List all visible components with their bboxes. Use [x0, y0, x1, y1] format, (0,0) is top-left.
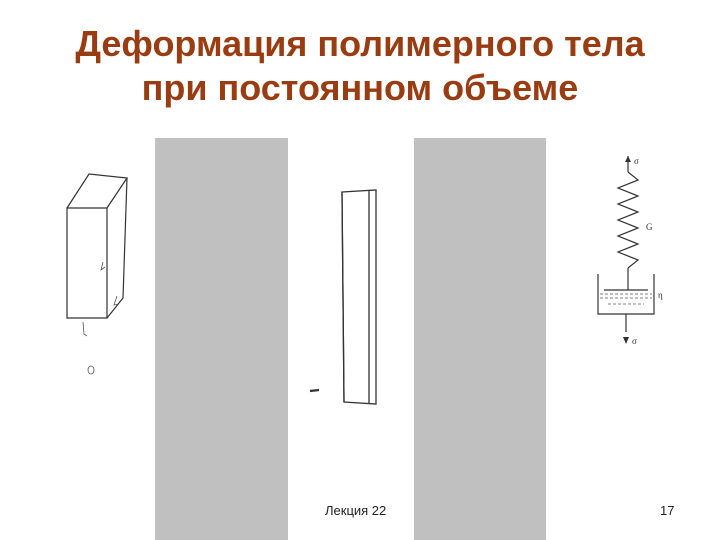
slide-title-line2: при постоянном объеме: [141, 67, 579, 108]
sigma-bottom-label: σ: [632, 336, 637, 346]
undeformed-block-figure: [66, 173, 129, 375]
elasticity-label: G: [646, 222, 653, 232]
slide-title: Деформация полимерного тела при постоянн…: [0, 22, 720, 110]
footer-lecture: Лекция 22: [325, 503, 387, 518]
maxwell-model-figure: σ G η σ: [597, 156, 663, 346]
slide-title-line1: Деформация полимерного тела: [75, 23, 645, 64]
footer-page-number: 17: [660, 503, 675, 518]
viscosity-label: η: [658, 290, 663, 300]
gray-panel-left: [155, 138, 288, 540]
stretched-bar-figure: [309, 189, 377, 405]
sigma-top-label: σ: [634, 156, 639, 166]
gray-panel-right: [414, 138, 546, 540]
